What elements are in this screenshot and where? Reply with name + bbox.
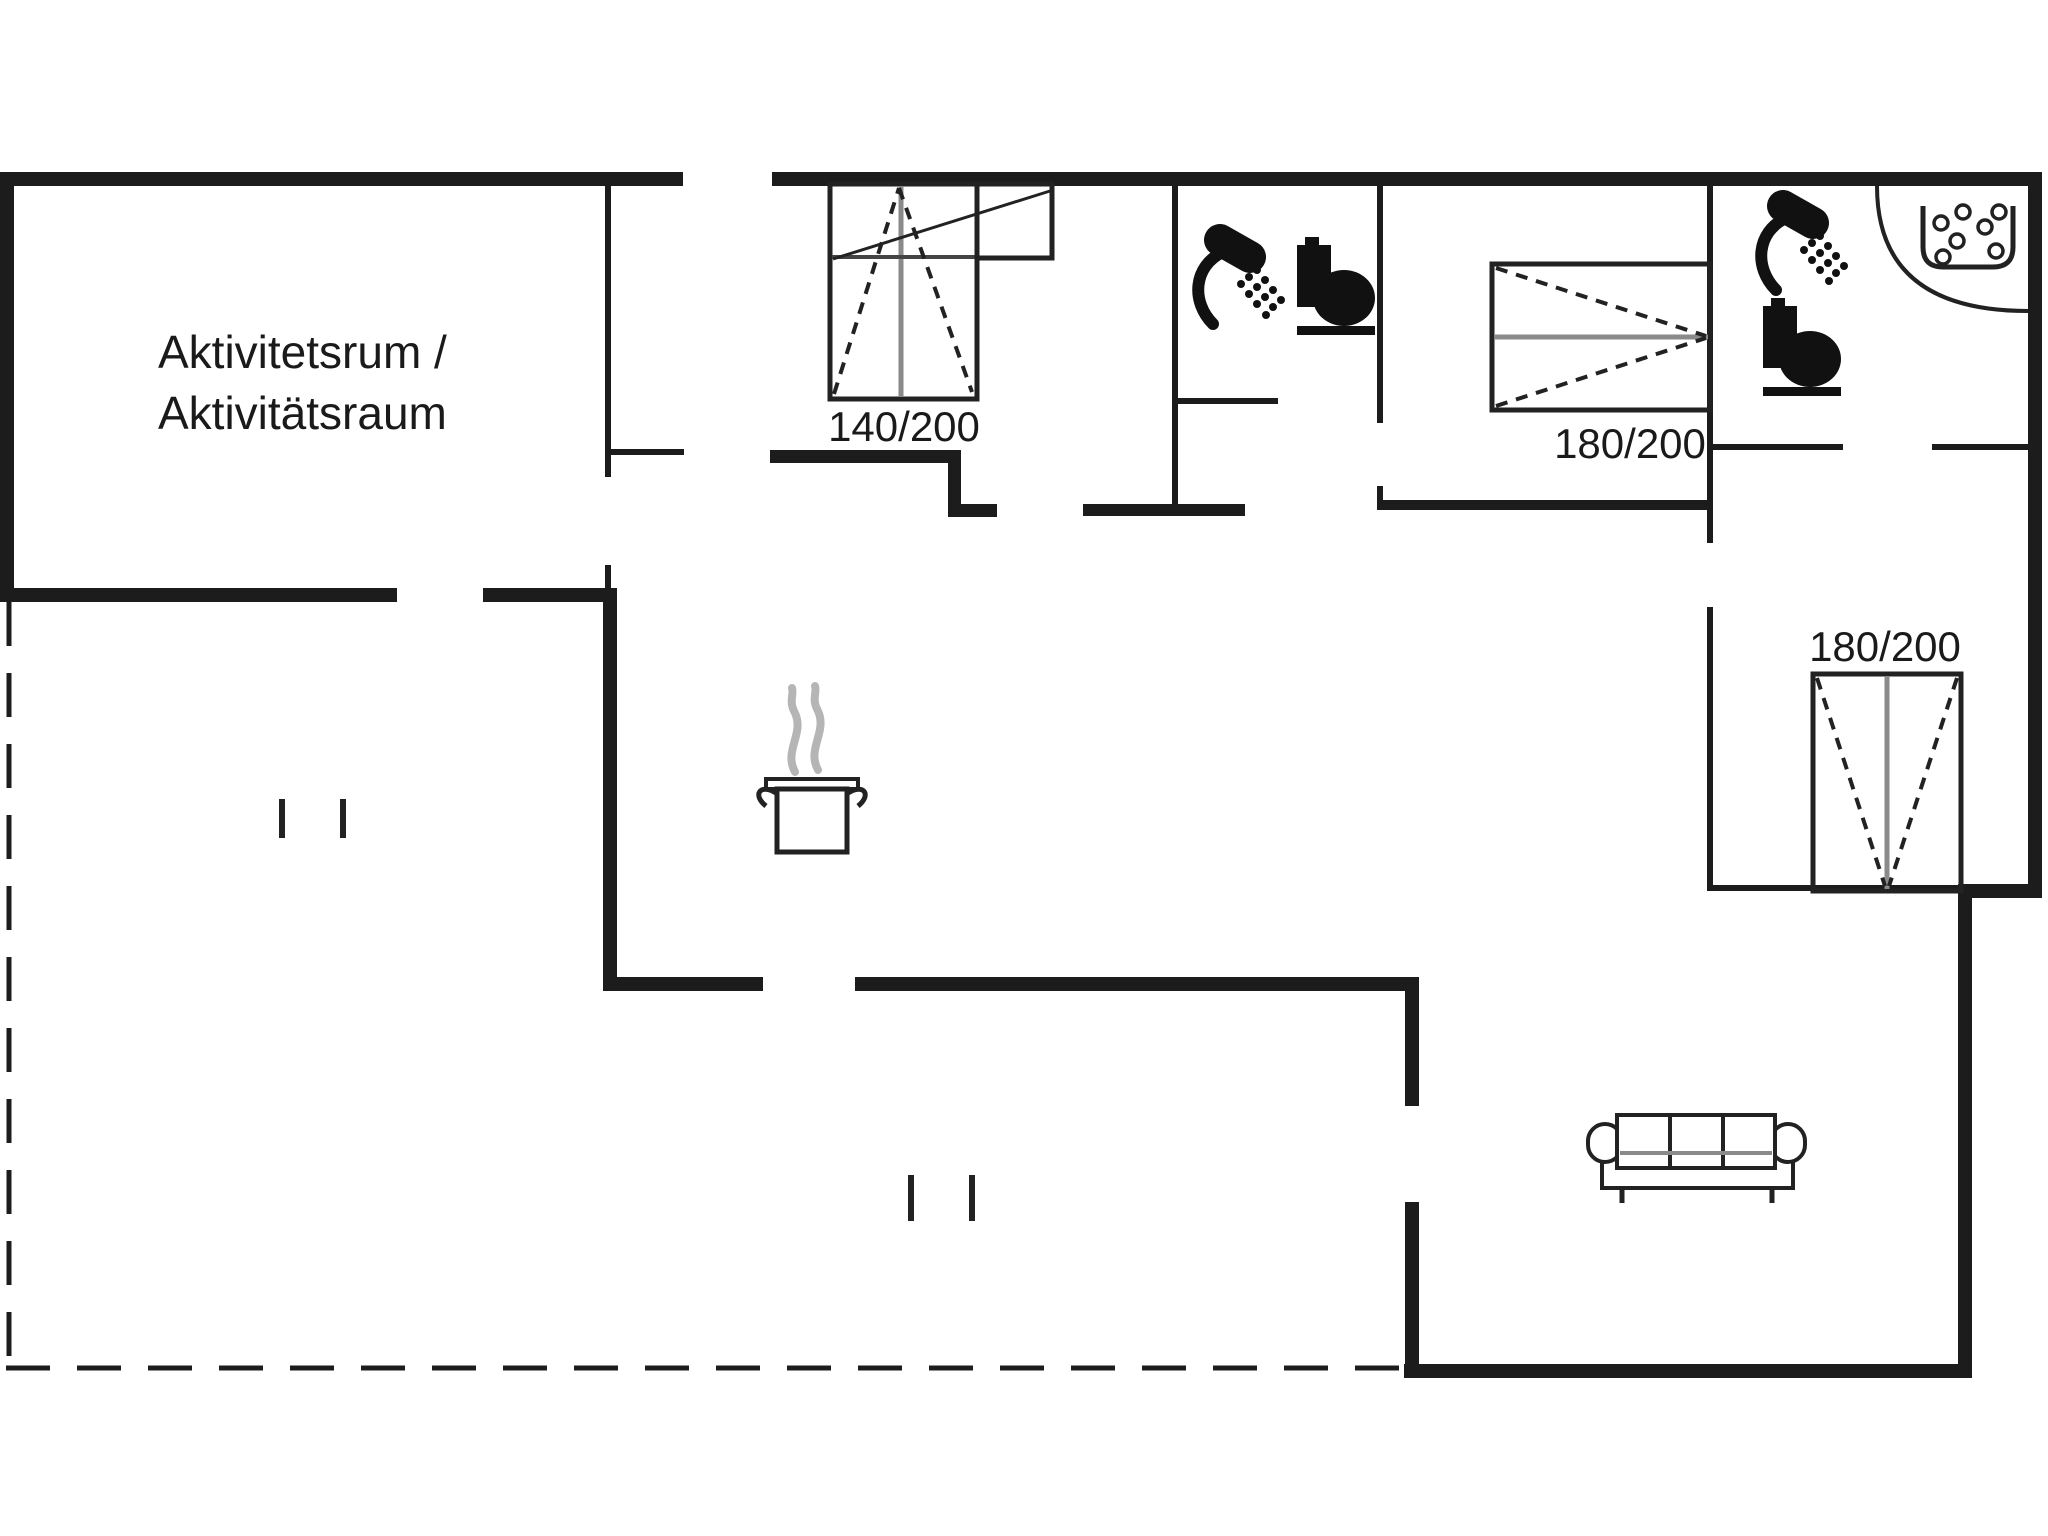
bed2-outline (1489, 261, 1713, 413)
bed2-diagonal-bottom (1495, 336, 1707, 408)
wall-kitchen-left (603, 588, 617, 991)
bathroom1-icons (1198, 237, 1375, 335)
bed-140x200 (827, 181, 1055, 402)
wall-bath1-bottom (1178, 398, 1278, 404)
text-labels: Aktivitetsrum / Aktivitätsraum 140/200 1… (158, 326, 1961, 670)
wall-activityroom-bottom-a (0, 588, 397, 602)
bed3-diagonal-right (1887, 677, 1959, 887)
opening-tick-marks (279, 799, 975, 1221)
bed3-diagonal-left (1815, 677, 1887, 887)
steam-wisp-right (810, 682, 825, 774)
wall-activityroom-right-tick (605, 449, 684, 455)
wall-activityroom-right (605, 186, 611, 477)
toilet-icon (1763, 298, 1841, 396)
bed1-size-label: 140/200 (828, 403, 980, 450)
terrace-dashed-boundary (6, 602, 1404, 1371)
toilet-icon (1297, 237, 1375, 335)
whirlpool-icon (1920, 203, 2016, 270)
wall-hall-step-vertical (948, 450, 961, 511)
wall-bath1-right-stub (1377, 486, 1383, 506)
bed-180x200-right (1810, 671, 1964, 894)
wall-kitchen-bottom-a (603, 977, 763, 991)
bed1-shelf (974, 181, 1055, 261)
room-label-line2: Aktivitätsraum (158, 387, 447, 439)
wall-right-step (1958, 884, 2042, 898)
wall-top-right (772, 172, 2042, 186)
wall-bath2-bottom-a (1713, 444, 1843, 450)
wall-bottom-right (1404, 1364, 1972, 1378)
wall-activityroom-right-stub (605, 565, 611, 590)
wall-hall-south-a (770, 450, 955, 463)
exterior-walls (0, 172, 2042, 1378)
bed-180x200-middle (1489, 261, 1713, 413)
wall-bath2-bottom-b (1932, 444, 2030, 450)
bed1-outline (827, 181, 980, 402)
wall-bath1-right (1377, 186, 1383, 423)
bed1-diagonal-left (832, 187, 901, 395)
shower-icon (1198, 240, 1285, 324)
pot-handle-left (756, 786, 778, 808)
wall-bath1-left (1172, 186, 1178, 510)
pot-body (774, 786, 850, 855)
wall-living-right-upper (1405, 977, 1419, 1106)
wall-activityroom-bottom-b (483, 588, 617, 602)
bathroom2-icons (1761, 185, 2029, 396)
bed1-duvet-line (832, 189, 1051, 261)
wall-bedroom3-bottom-line (1707, 885, 1958, 891)
cooking-pot-icon (756, 682, 868, 855)
wall-hall-t-cap (1083, 504, 1245, 516)
sofa-cushions (1615, 1113, 1777, 1170)
bed2-diagonal-top (1495, 266, 1707, 338)
wall-left (0, 172, 14, 602)
wall-right-upper (2028, 172, 2042, 898)
wall-right-lower (1958, 890, 1972, 1378)
bed3-size-label: 180/200 (1809, 623, 1961, 670)
bed1-diagonal-right (897, 187, 974, 393)
wall-top-left (0, 172, 683, 186)
room-label-line1: Aktivitetsrum / (158, 326, 447, 378)
pot-handle-right (846, 786, 868, 808)
wall-kitchen-bottom-b (855, 977, 1419, 991)
wall-bedroom2-bottom (1377, 500, 1713, 510)
sofa-icon (1586, 1113, 1807, 1203)
steam-wisp-left (787, 684, 802, 776)
shower-icon (1761, 206, 1848, 290)
bed3-outline (1810, 671, 1964, 894)
wall-1710-lower (1707, 607, 1713, 890)
wall-living-right-lower (1405, 1202, 1419, 1378)
bed2-size-label: 180/200 (1554, 420, 1706, 467)
wall-hall-step-east (948, 504, 997, 517)
corner-bath-arc (1875, 185, 2029, 313)
